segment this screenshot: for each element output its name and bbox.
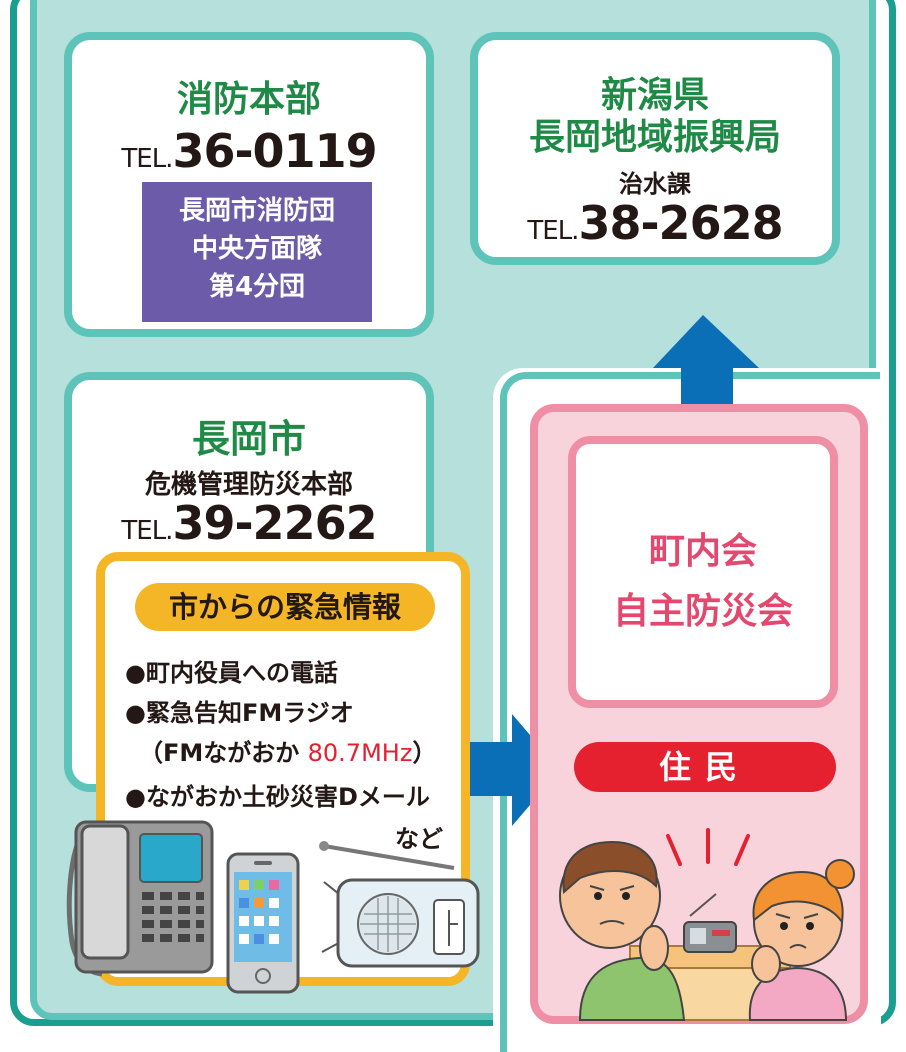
community-association-card: 町内会 自主防災会 [568,436,838,708]
tel-number: 39-2262 [172,496,377,550]
community-association-label: 町内会 [648,531,757,572]
frequency-value: 80.7MHz [307,739,413,767]
prefecture-section: 治水課 [619,170,691,198]
emergency-info-heading: 市からの緊急情報 [135,583,435,631]
tel-number: 38-2628 [578,196,783,250]
smartphone-icon [226,852,300,994]
tel-number: 36-0119 [172,124,377,178]
fire-department-tel: TEL.36-0119 [72,124,426,178]
frequency-prefix: （FMながおか [139,739,308,767]
brigade-line: 長岡市消防団 [178,196,335,226]
city-title: 長岡市 [191,417,306,461]
city-tel: TEL.39-2262 [72,496,426,550]
info-item-radio-frequency: （FMながおか 80.7MHz） [139,733,436,768]
fire-department-title: 消防本部 [176,79,321,120]
desk-phone-icon [66,820,214,977]
prefecture-title-line2: 長岡地域振興局 [528,117,781,158]
prefecture-card: 新潟県 長岡地域振興局 治水課 TEL.38-2628 [470,32,840,265]
worried-residents-illustration [559,828,855,1021]
info-item-radio: ●緊急告知FMラジオ [125,699,354,727]
info-item-etc: など [395,825,443,853]
radio-icon [319,841,480,968]
frequency-suffix: ） [412,739,437,767]
fire-brigade-box: 長岡市消防団 中央方面隊 第4分団 [142,182,372,322]
tel-prefix: TEL. [121,144,173,174]
prefecture-title-line1: 新潟県 [600,75,709,116]
info-item-email: ●ながおか土砂災害Dメール [125,783,430,811]
brigade-line: 第4分団 [208,272,306,302]
info-item-phone: ●町内役員への電話 [125,659,338,687]
brigade-line: 中央方面隊 [191,234,322,264]
city-department: 危機管理防災本部 [144,470,353,500]
fire-department-card: 消防本部 TEL.36-0119 長岡市消防団 中央方面隊 第4分団 [64,32,434,337]
tel-prefix: TEL. [527,216,579,246]
residents-badge: 住民 [574,742,836,792]
prefecture-tel: TEL.38-2628 [478,196,832,250]
tel-prefix: TEL. [121,516,173,546]
voluntary-disaster-org-label: 自主防災会 [612,591,793,632]
